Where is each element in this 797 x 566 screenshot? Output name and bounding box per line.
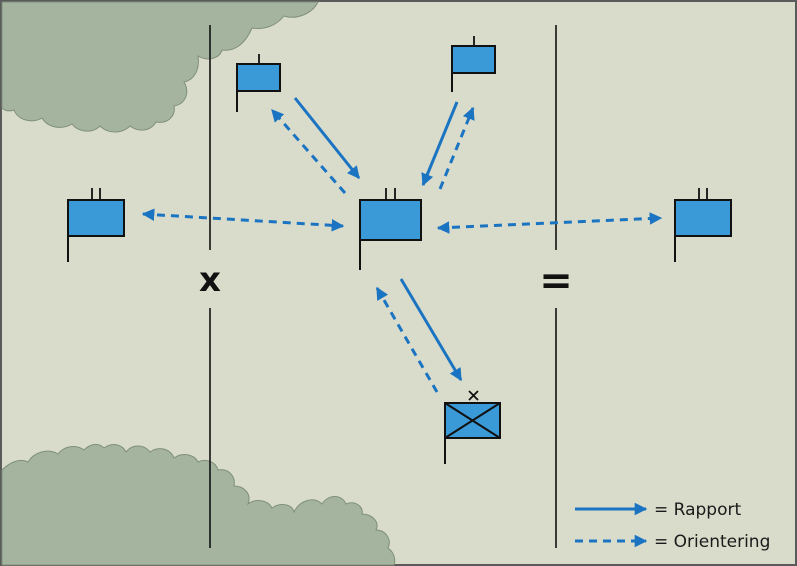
legend: = Rapport = Orientering xyxy=(575,500,770,552)
unit-frame xyxy=(451,45,496,74)
echelon-mark xyxy=(468,390,479,401)
boundary-symbol-left: x xyxy=(199,260,221,300)
forest-area-top xyxy=(1,1,319,133)
rapport-arrow-topleft-to-hq xyxy=(293,97,361,179)
rapport-arrow-topright-to-hq xyxy=(421,101,459,187)
orientering-arrow-hq-to-topleft xyxy=(270,109,347,194)
orientering-arrows xyxy=(141,106,663,393)
rapport-arrows xyxy=(293,97,463,382)
forest-area-bottom xyxy=(1,443,396,566)
unit-symbol-top-left xyxy=(236,54,281,112)
unit-symbol-top-right xyxy=(451,36,496,92)
unit-symbol-bottom xyxy=(444,390,501,464)
orientering-arrow-hq-right xyxy=(436,212,663,234)
boundary-symbol-right: = xyxy=(539,258,573,304)
legend-rapport-label: = Rapport xyxy=(654,500,741,520)
unit-symbol-left xyxy=(67,188,125,262)
legend-orientering-label: = Orientering xyxy=(654,532,770,552)
unit-symbol-right xyxy=(674,188,732,262)
orientering-arrow-hq-to-topright xyxy=(438,106,475,190)
unit-frame xyxy=(67,199,125,237)
infantry-cross-line xyxy=(444,402,501,439)
orientering-arrow-left-hq xyxy=(141,208,345,232)
rapport-arrow-hq-to-bottom xyxy=(399,278,463,382)
unit-frame xyxy=(236,63,281,92)
unit-frame xyxy=(359,199,422,241)
unit-frame xyxy=(674,199,732,237)
unit-symbol-hq xyxy=(359,188,422,270)
orientering-arrow-bottom-to-hq xyxy=(375,286,439,393)
